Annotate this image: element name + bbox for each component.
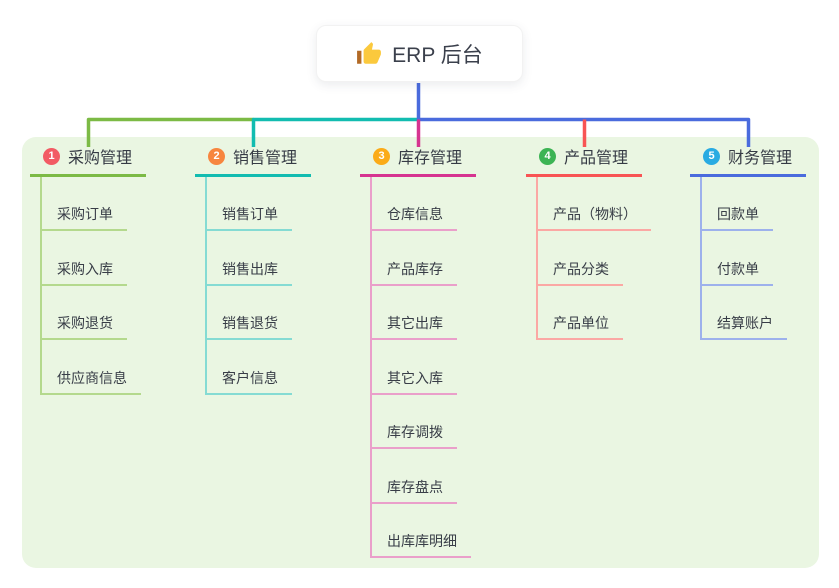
child-node-1-2[interactable]: 采购入库 [40, 259, 127, 286]
root-node[interactable]: ERP 后台 [316, 25, 523, 82]
child-node-4-2[interactable]: 产品分类 [536, 259, 623, 286]
child-node-1-4[interactable]: 供应商信息 [40, 368, 141, 395]
branch-label-text: 产品管理 [564, 150, 629, 167]
branch-badge-3: 3 [373, 147, 390, 165]
child-node-1-3[interactable]: 采购退货 [40, 313, 127, 340]
branch-badge-1: 1 [43, 147, 60, 165]
child-node-1-1[interactable]: 采购订单 [40, 204, 127, 231]
child-node-5-1[interactable]: 回款单 [700, 204, 773, 231]
branch-badge-2: 2 [208, 147, 225, 165]
branch-trunk-line-1 [40, 177, 42, 395]
child-node-3-6[interactable]: 库存盘点 [370, 477, 457, 504]
child-node-4-3[interactable]: 产品单位 [536, 313, 623, 340]
branch-trunk-line-3 [370, 177, 372, 558]
branch-node-5[interactable]: 5 财务管理 [690, 145, 806, 177]
mindmap-panel [22, 137, 819, 568]
child-node-3-5[interactable]: 库存调拨 [370, 422, 457, 449]
branch-label-text: 财务管理 [728, 150, 793, 167]
branch-node-3[interactable]: 3 库存管理 [360, 145, 476, 177]
branch-label-text: 销售管理 [233, 150, 298, 167]
branch-label-text: 采购管理 [68, 150, 133, 167]
child-node-4-1[interactable]: 产品（物料） [536, 204, 651, 231]
child-node-3-2[interactable]: 产品库存 [370, 259, 457, 286]
branch-node-4[interactable]: 4 产品管理 [526, 145, 642, 177]
child-node-5-2[interactable]: 付款单 [700, 259, 773, 286]
child-node-3-4[interactable]: 其它入库 [370, 368, 457, 395]
child-node-2-1[interactable]: 销售订单 [205, 204, 292, 231]
branch-badge-4: 4 [539, 147, 556, 165]
branch-node-1[interactable]: 1 采购管理 [30, 145, 146, 177]
child-node-2-3[interactable]: 销售退货 [205, 313, 292, 340]
root-label: ERP 后台 [392, 43, 483, 67]
child-node-3-1[interactable]: 仓库信息 [370, 204, 457, 231]
branch-trunk-line-2 [205, 177, 207, 395]
branch-trunk-line-5 [700, 177, 702, 340]
thumbs-up-icon [357, 41, 382, 64]
branch-node-2[interactable]: 2 销售管理 [195, 145, 311, 177]
branch-badge-5: 5 [703, 147, 720, 165]
branch-trunk-line-4 [536, 177, 538, 340]
branch-label-text: 库存管理 [398, 150, 463, 167]
child-node-3-7[interactable]: 出库库明细 [370, 531, 471, 558]
child-node-5-3[interactable]: 结算账户 [700, 313, 787, 340]
child-node-2-4[interactable]: 客户信息 [205, 368, 292, 395]
child-node-3-3[interactable]: 其它出库 [370, 313, 457, 340]
child-node-2-2[interactable]: 销售出库 [205, 259, 292, 286]
